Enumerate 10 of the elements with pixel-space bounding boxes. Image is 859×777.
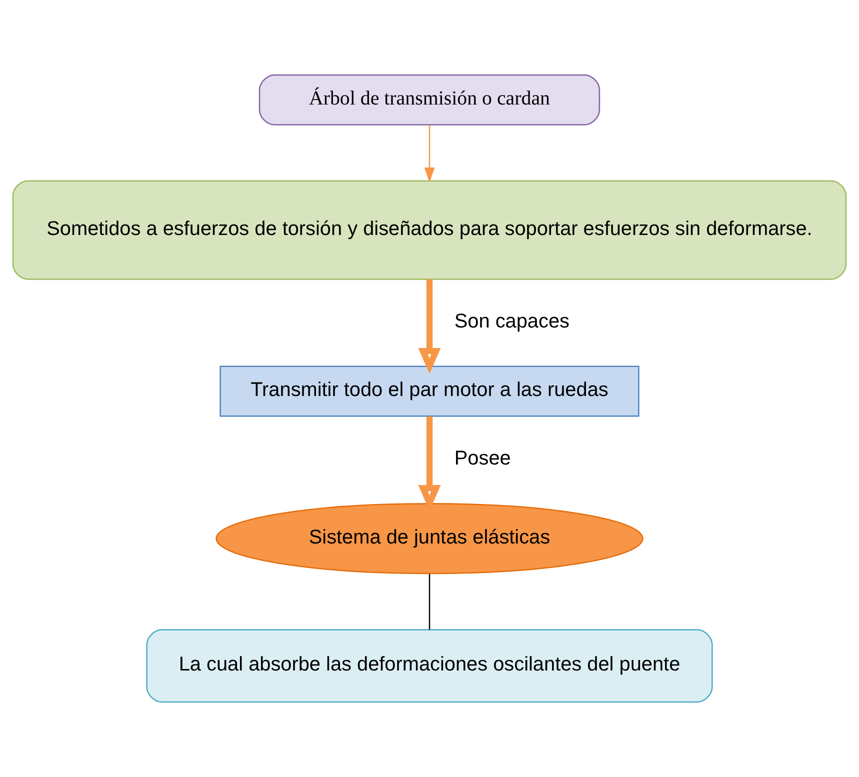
node-box: La cual absorbe las deformaciones oscilantes del puente (146, 629, 713, 703)
edge-label: Son capaces (454, 310, 570, 333)
arrow (418, 279, 441, 374)
node-box: Árbol de transmisión o cardan (258, 74, 600, 126)
connector (428, 574, 430, 630)
node-box: Sometidos a esfuerzos de torsión y diseñados para soportar esfuerzos sin deformarse. (12, 180, 847, 280)
arrow (424, 125, 435, 182)
edge-label: Posee (454, 447, 511, 470)
node-ellipse: Sistema de juntas elásticas (216, 502, 644, 574)
node-box: Transmitir todo el par motor a las ruedas (220, 366, 640, 417)
